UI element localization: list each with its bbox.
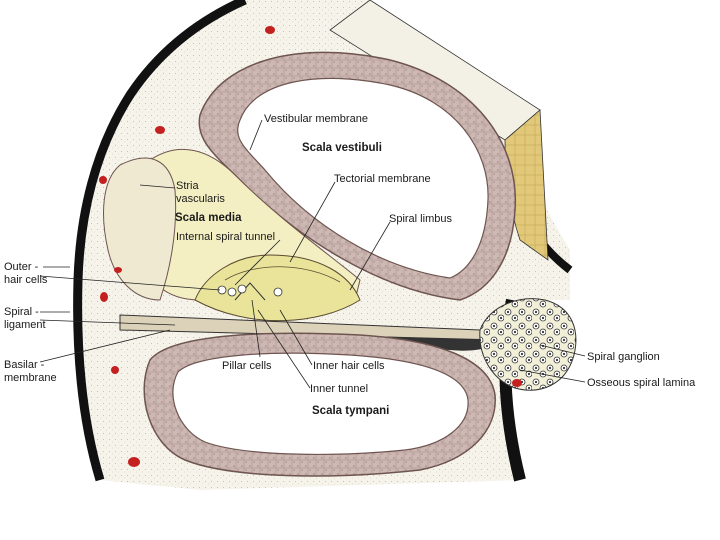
label-spiral-ligament-line2: ligament — [4, 319, 46, 331]
label-scala-tympani: Scala tympani — [312, 405, 389, 417]
label-spiral-limbus: Spiral limbus — [389, 213, 452, 225]
label-internal-spiral-tunnel: Internal spiral tunnel — [176, 231, 275, 243]
label-stria-vascularis-line1: Stria — [176, 180, 200, 192]
label-scala-media: Scala media — [175, 212, 242, 224]
organ-of-corti — [194, 254, 361, 322]
label-stria-vascularis-line2: vascularis — [176, 193, 225, 205]
bone-cut-surface — [329, 0, 549, 261]
label-scala-vestibuli: Scala vestibuli — [302, 142, 382, 154]
scala-tympani-wall — [143, 332, 496, 477]
label-osseous-spiral-lamina: Osseous spiral lamina — [587, 377, 696, 389]
stria-vascularis-region — [103, 157, 177, 301]
label-basilar-membrane-line2: membrane — [4, 372, 57, 384]
label-inner-hair-cells: Inner hair cells — [313, 360, 385, 372]
spiral-ganglion — [479, 298, 577, 391]
leader-lines — [39, 119, 586, 389]
label-inner-tunnel: Inner tunnel — [310, 383, 368, 395]
label-pillar-cells: Pillar cells — [222, 360, 272, 372]
label-outer-hair-cells-line1: Outer - — [4, 261, 39, 273]
label-basilar-membrane-line1: Basilar - — [4, 359, 45, 371]
label-spiral-ligament-line1: Spiral - — [4, 306, 39, 318]
blood-vessels — [99, 26, 522, 467]
label-spiral-ganglion: Spiral ganglion — [587, 351, 660, 363]
scala-vestibuli-lumen — [237, 77, 489, 279]
scala-vestibuli-wall — [198, 51, 517, 301]
scala-tympani-lumen — [172, 352, 469, 455]
label-vestibular-membrane: Vestibular membrane — [264, 113, 368, 125]
label-outer-hair-cells-line2: hair cells — [4, 274, 48, 286]
label-tectorial-membrane: Tectorial membrane — [334, 173, 431, 185]
